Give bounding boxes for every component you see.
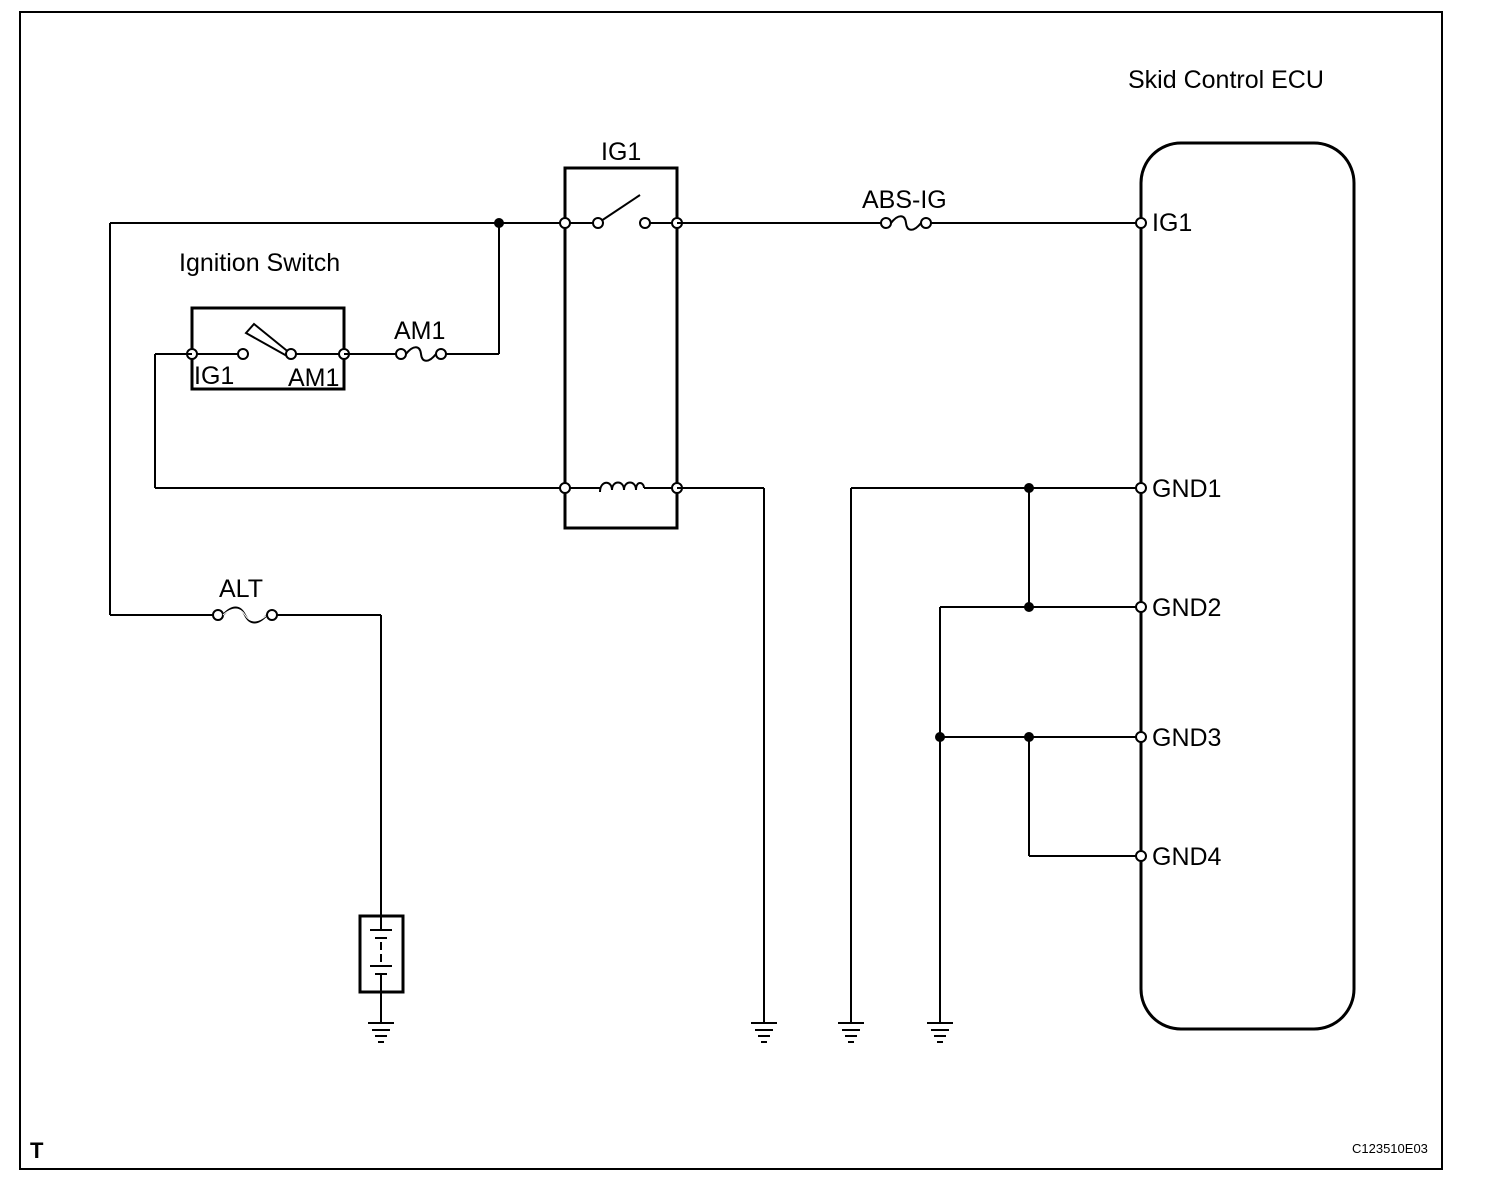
relay-terminal (559, 482, 571, 494)
junction-dot (1024, 732, 1034, 742)
alt-fuse-label: ALT (219, 575, 263, 603)
relay-switch-contact (565, 194, 677, 229)
alt-wire (110, 614, 382, 1023)
relay-coil-symbol (565, 481, 677, 493)
ecu-pin-label: GND2 (1152, 594, 1221, 622)
ig1-relay-label: IG1 (601, 138, 641, 166)
ecu-pin-terminal (1135, 217, 1147, 229)
ecu-pin-terminal (1135, 850, 1147, 862)
relay-ground-wire (677, 487, 765, 1023)
am1-fuse-label: AM1 (394, 317, 445, 345)
junction-dot (935, 732, 945, 742)
junction-dot (1024, 602, 1034, 612)
ground-symbol (368, 1022, 394, 1043)
ignition-switch-label: Ignition Switch (179, 249, 340, 277)
junction-dot (1024, 483, 1034, 493)
ground-symbol (927, 1022, 953, 1043)
ecu-title: Skid Control ECU (1128, 66, 1324, 94)
ground-symbol (751, 1022, 777, 1043)
ecu-pin-terminal (1135, 482, 1147, 494)
battery-symbol (358, 914, 405, 994)
ground-symbol (838, 1022, 864, 1043)
ecu-pin-terminal (1135, 731, 1147, 743)
ig1-relay-box (563, 166, 679, 530)
diagram-frame (19, 11, 1443, 1170)
am1-fuse-symbol (395, 346, 447, 362)
ecu-pin-label: GND4 (1152, 843, 1222, 871)
ignition-switch-ig1-terminal-label: IG1 (194, 362, 234, 390)
ecu-pin-label: GND3 (1152, 724, 1221, 752)
ecu-ground-wiring (850, 487, 1141, 1023)
corner-mark: T (30, 1138, 44, 1163)
abs-ig-fuse-symbol (880, 215, 932, 231)
ignition-switch-contact (192, 322, 344, 360)
ecu-pin-label: GND1 (1152, 475, 1221, 503)
ecu-pin-label: IG1 (1152, 209, 1192, 237)
ecu-body (1139, 141, 1356, 1031)
figure-code: C123510E03 (1352, 1141, 1428, 1156)
ignition-switch-am1-terminal-label: AM1 (288, 364, 339, 392)
relay-terminal (559, 217, 571, 229)
junction-dot (494, 218, 504, 228)
coil-feed-wire (154, 353, 565, 489)
ecu-pin-terminal (1135, 601, 1147, 613)
abs-ig-fuse-label: ABS-IG (862, 186, 947, 214)
alt-fuse-symbol (212, 606, 278, 624)
top-wire (109, 222, 565, 615)
